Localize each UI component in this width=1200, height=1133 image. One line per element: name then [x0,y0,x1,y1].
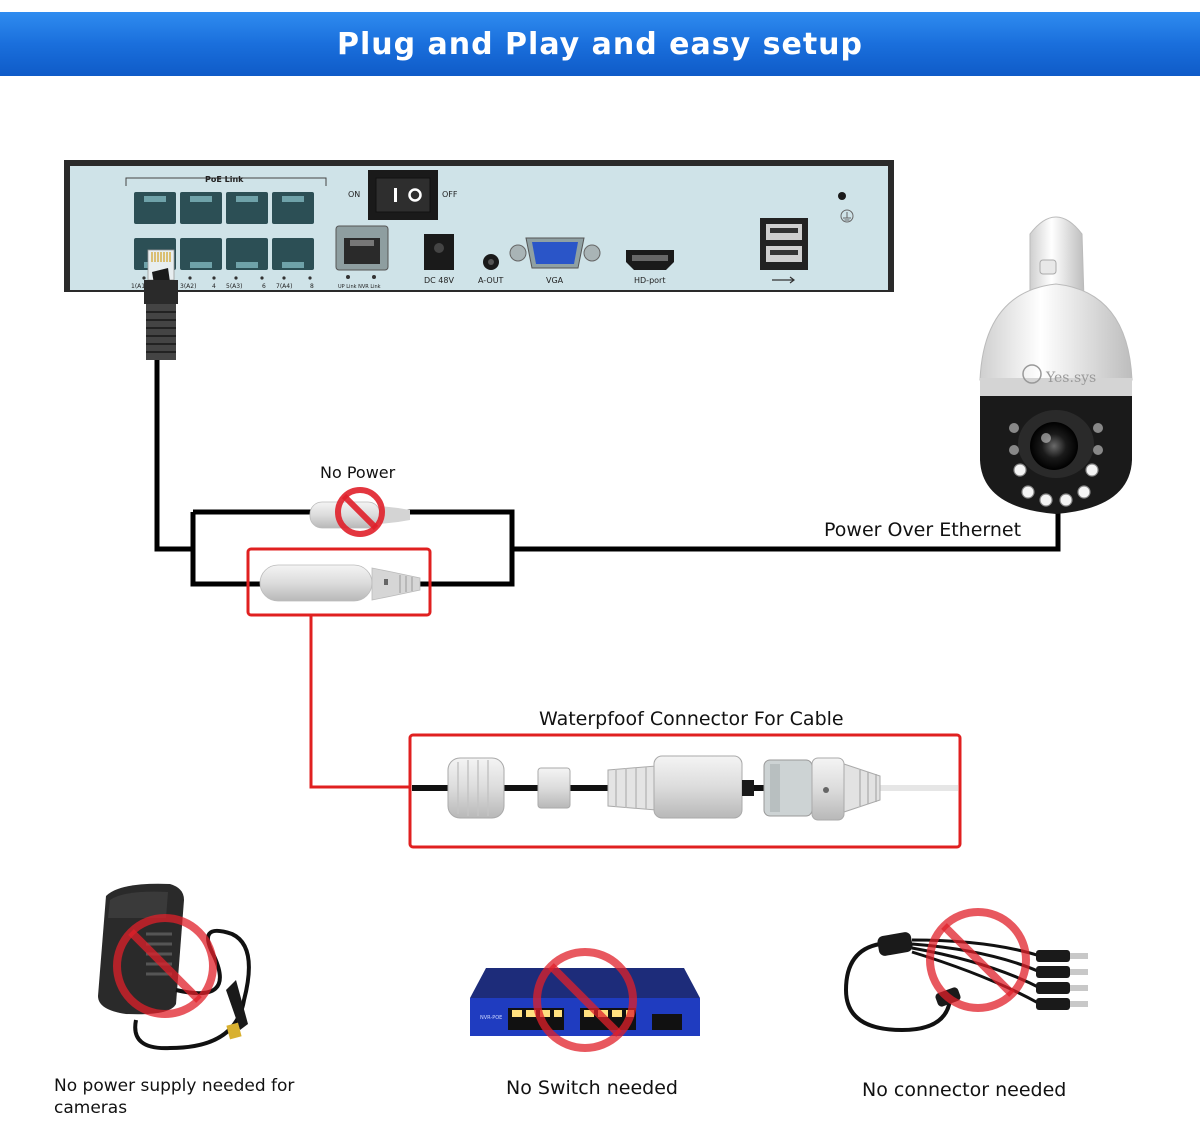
power-adapter [98,883,251,1051]
network-switch: NVR-POE [470,948,700,1052]
ptz-camera: Yes.sys [979,216,1133,514]
prohibit-icon [113,914,217,1018]
prohibit-icon [533,948,637,1052]
uplink-label: UP Link NVR Link [338,284,381,290]
camera-brand: Yes.sys [1045,370,1096,386]
camera-lens [1030,422,1078,470]
reset-hole [838,192,846,200]
no-connector-label: No connector needed [862,1079,1067,1101]
on-label: ON [348,190,360,199]
poe-cable-plug [259,564,421,602]
port-label: 4 [212,283,216,290]
splitter-cable [843,908,1088,1033]
hdmi-label: HD-port [634,276,665,285]
no-supply-label: No power supply needed for cameras [54,1076,295,1118]
port-label: 6 [262,283,266,290]
off-label: OFF [442,190,458,199]
rubber-seal [537,767,571,809]
connector-body [607,755,754,819]
vga-port [509,237,601,269]
switch-brand: NVR-POE [480,1015,502,1021]
white-leds [1013,463,1099,507]
poe-label: Power Over Ethernet [824,519,1022,541]
poe-injector-highlight [246,547,432,617]
prohibit-icon [926,908,1030,1012]
no-power-label: No Power [320,463,396,482]
nvr-recorder: PoE Link 1(A1) 2 3(A2) 4 5(A3) 6 7(A4) [64,160,894,292]
ir-leds [1009,423,1103,455]
connector-socket [763,757,881,821]
dc-label: DC 48V [424,276,454,285]
poe-link-label: PoE Link [205,175,244,184]
aout-label: A-OUT [478,276,504,285]
prohibit-icon [335,487,385,537]
header-banner: Plug and Play and easy setup [0,12,1200,76]
port-label: 5(A3) [226,283,242,290]
dc-plug-no-power [309,487,410,537]
vga-label: VGA [546,276,564,285]
port-label: 3(A2) [180,283,196,290]
page-title: Plug and Play and easy setup [336,26,863,62]
port-label: 8 [310,283,314,290]
no-switch-label: No Switch needed [506,1077,678,1099]
waterproof-connector [412,755,958,821]
port-label: 1(A1) [131,283,147,290]
port-label: 7(A4) [276,283,292,290]
rj45-plug [144,249,178,360]
highlight-connection [246,547,962,849]
waterproof-label: Waterpfoof Connector For Cable [539,708,844,730]
waterproof-highlight [408,733,962,849]
cap-nut [447,757,505,819]
